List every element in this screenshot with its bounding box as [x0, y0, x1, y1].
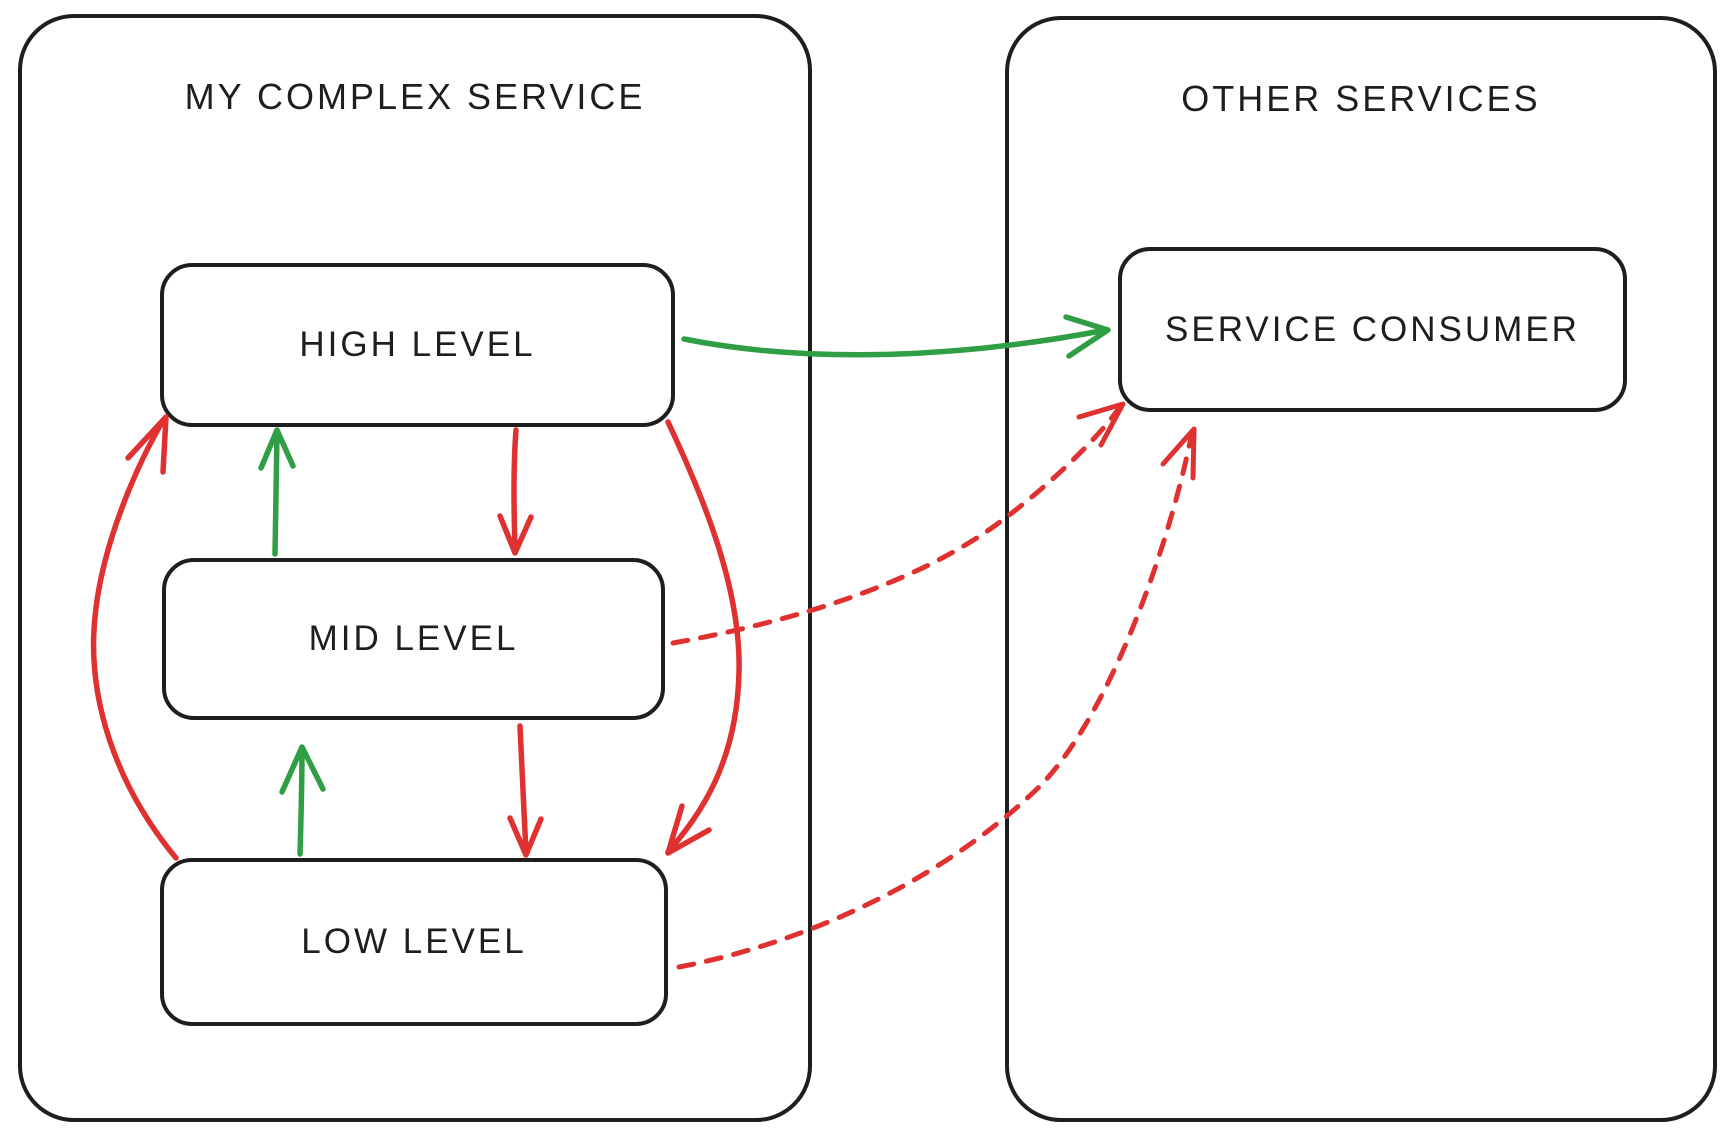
- node-service-consumer-label: SERVICE CONSUMER: [1165, 309, 1580, 349]
- node-low-level-label: LOW LEVEL: [301, 922, 527, 961]
- container-title-my-complex-service: MY COMPLEX SERVICE: [184, 76, 646, 117]
- node-low-level: LOW LEVEL: [160, 858, 668, 1026]
- node-mid-level: MID LEVEL: [162, 558, 665, 720]
- container-title-other-services: OTHER SERVICES: [1181, 78, 1541, 119]
- container-other-services: OTHER SERVICES: [1005, 16, 1717, 1122]
- node-mid-level-label: MID LEVEL: [308, 619, 519, 658]
- node-high-level-label: HIGH LEVEL: [299, 325, 536, 364]
- node-high-level: HIGH LEVEL: [160, 263, 675, 427]
- node-service-consumer: SERVICE CONSUMER: [1118, 247, 1627, 412]
